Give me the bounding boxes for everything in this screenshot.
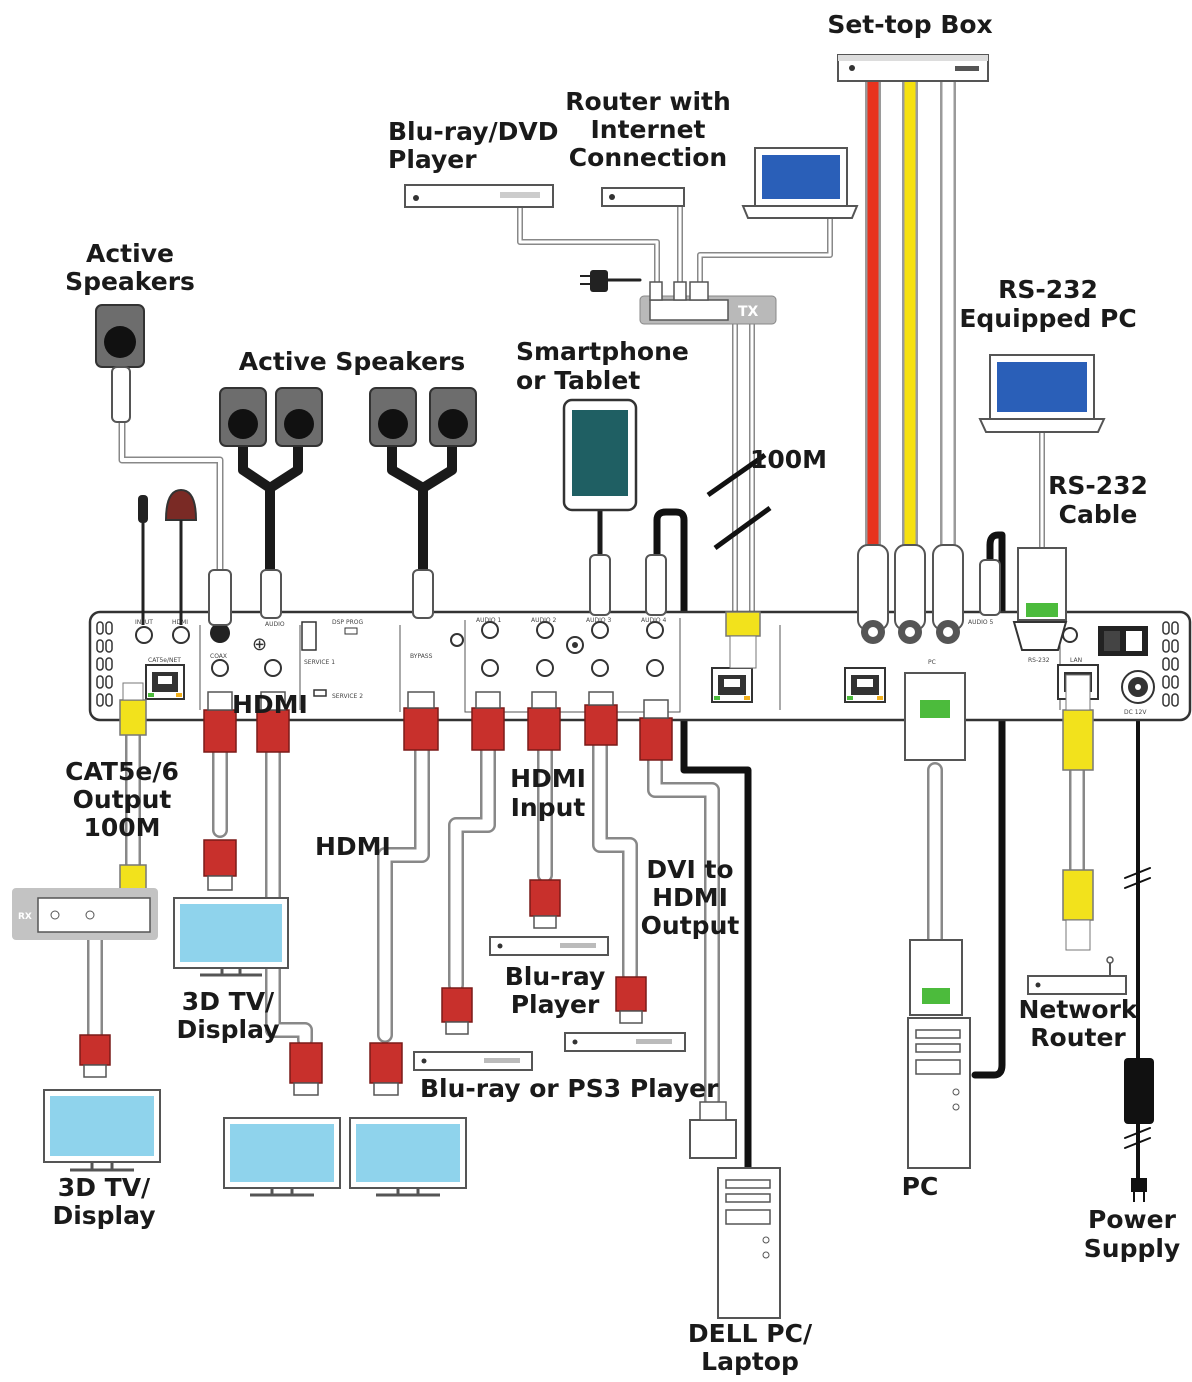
label-hdmi-top: HDMI <box>232 690 308 719</box>
tv-bottom-1 <box>223 1117 341 1197</box>
label-bluray-dvd-line-2: Player <box>388 145 477 174</box>
hdmi-out-3-cable <box>377 742 430 1043</box>
label-dvi-line-1: DVI to <box>646 855 733 884</box>
label-rs232-pc-line-1: RS-232 <box>998 275 1098 304</box>
power-supply-brick <box>1124 1058 1154 1202</box>
panel-label-rs232: RS-232 <box>1028 657 1050 664</box>
panel-label-dsp-prog: DSP PROG <box>332 619 363 626</box>
rs232-laptop <box>978 354 1106 433</box>
label-cat-line-3: 100M <box>83 813 160 842</box>
pc-tower <box>907 1017 971 1169</box>
label-cat-line-1: CAT5e/6 <box>65 757 179 786</box>
label-tv-left-line-1: 3D TV/ <box>58 1173 151 1202</box>
panel-label-coax: COAX <box>210 653 227 660</box>
active-speaker-pair-2 <box>369 387 477 447</box>
bluray-ps3-player <box>413 1051 533 1071</box>
label-active-speakers-line-1: Active <box>86 239 174 268</box>
label-dvi-line-2: HDMI <box>652 883 728 912</box>
coax-jack <box>210 623 230 643</box>
label-tv-mid-line-2: Display <box>176 1015 279 1044</box>
laptop-top <box>741 147 859 219</box>
tx-power-adapter <box>580 270 608 292</box>
active-speaker-single <box>95 304 145 423</box>
svg-text:⊕: ⊕ <box>252 634 267 655</box>
tv-bottom-2 <box>349 1117 467 1197</box>
panel-label-lan: LAN <box>1070 657 1082 664</box>
panel-label-pc: PC <box>928 659 936 666</box>
label-bluray-line-1: Blu-ray <box>505 962 606 991</box>
labels: Set-top Box Router with Internet Connect… <box>52 10 1180 1376</box>
tx-box: TX <box>639 281 777 325</box>
panel-label-audio: AUDIO <box>265 621 285 628</box>
rx-box: RX <box>12 888 158 940</box>
hdmi-plugs <box>79 704 673 1084</box>
panel-label-service-2: SERVICE 2 <box>332 693 363 700</box>
bluray-player-right <box>564 1032 686 1052</box>
panel-label-service-1: SERVICE 1 <box>304 659 335 666</box>
panel-label-audio-2: AUDIO 2 <box>531 617 557 624</box>
label-router-line-3: Connection <box>569 143 727 172</box>
network-router <box>1027 956 1127 995</box>
label-100m-tx: 100M <box>750 445 827 474</box>
audio-plugs <box>208 544 1001 631</box>
smartphone-tablet <box>562 398 638 512</box>
tv-3d-left <box>43 1089 161 1172</box>
panel-label-bypass: BYPASS <box>410 653 433 660</box>
label-tv-left-line-2: Display <box>52 1201 155 1230</box>
rj45-plugs <box>119 611 1094 921</box>
label-pc: PC <box>902 1172 939 1201</box>
label-router-line-2: Internet <box>590 115 705 144</box>
label-set-top-box: Set-top Box <box>827 10 992 39</box>
label-bluray-ps3: Blu-ray or PS3 Player <box>420 1074 719 1103</box>
panel-label-audio-4: AUDIO 4 <box>641 617 667 624</box>
label-smartphone-line-2: or Tablet <box>516 366 640 395</box>
panel-label-audio-3: AUDIO 3 <box>586 617 612 624</box>
db9-connectors <box>904 547 1067 1016</box>
rx-label: RX <box>18 912 32 922</box>
label-power-line-1: Power <box>1088 1205 1177 1234</box>
label-bluray-dvd-line-1: Blu-ray/DVD <box>388 117 559 146</box>
label-hdmi-input-line-1: HDMI <box>510 764 586 793</box>
label-power-line-2: Supply <box>1084 1234 1180 1263</box>
label-router-line-1: Router with <box>565 87 731 116</box>
label-network-line-2: Router <box>1030 1023 1126 1052</box>
dell-audio-cable <box>653 508 752 1174</box>
set-top-box <box>837 54 989 82</box>
microphones <box>138 488 198 625</box>
label-bluray-line-2: Player <box>511 990 600 1019</box>
label-hdmi-input-line-2: Input <box>511 793 586 822</box>
panel-label-cat5e-net: CAT5e/NET <box>148 657 181 664</box>
label-dell-line-1: DELL PC/ <box>688 1319 813 1348</box>
router-device <box>601 187 685 207</box>
panel-label-audio-5: AUDIO 5 <box>968 619 994 626</box>
label-rs232-cable-line-2: Cable <box>1059 500 1138 529</box>
label-dell-line-2: Laptop <box>701 1347 799 1376</box>
label-active-speakers-line-2: Speakers <box>65 267 195 296</box>
pc-audio-cable <box>971 531 1006 1079</box>
distance-break-mark <box>706 452 772 551</box>
speaker-y-cable-2 <box>387 440 457 580</box>
label-smartphone-line-1: Smartphone <box>516 337 689 366</box>
label-cat-line-2: Output <box>73 785 172 814</box>
label-tv-mid-line-1: 3D TV/ <box>182 987 275 1016</box>
label-dvi-line-3: Output <box>641 911 740 940</box>
bluray-dvd-player-top <box>404 184 554 208</box>
tv-3d-mid <box>173 897 289 977</box>
speaker-y-cable-1 <box>238 440 303 580</box>
label-hdmi-mid: HDMI <box>315 832 391 861</box>
tx-label: TX <box>738 304 759 320</box>
label-active-speakers-pairs: Active Speakers <box>239 347 466 376</box>
label-rs232-cable-line-1: RS-232 <box>1048 471 1148 500</box>
panel-label-dc: DC 12V <box>1124 709 1147 716</box>
active-speaker-pair-1 <box>219 387 323 447</box>
label-rs232-pc-line-2: Equipped PC <box>959 304 1136 333</box>
bluray-player-mid <box>489 936 609 956</box>
dell-pc-tower <box>717 1167 781 1319</box>
dvi-connector <box>689 1101 737 1159</box>
label-network-line-1: Network <box>1018 995 1138 1024</box>
panel-label-audio-1: AUDIO 1 <box>476 617 502 624</box>
